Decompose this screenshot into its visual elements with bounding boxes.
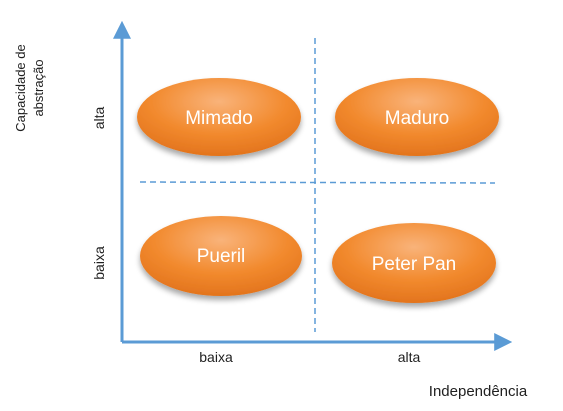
x-axis-title: Independência <box>429 383 528 400</box>
quadrant-maduro: Maduro <box>335 78 499 156</box>
y-axis-high-label: alta <box>91 107 107 130</box>
x-axis-low-label: baixa <box>199 349 233 365</box>
y-axis-title-line1: Capacidade de <box>13 44 28 131</box>
horizontal-divider <box>139 181 496 184</box>
quadrant-pueril: Pueril <box>140 216 302 296</box>
quadrant-mimado-label: Mimado <box>185 108 253 129</box>
quadrant-mimado: Mimado <box>137 78 301 156</box>
quadrant-peter-pan: Peter Pan <box>332 223 496 303</box>
quadrant-maduro-label: Maduro <box>385 108 449 129</box>
y-axis-low-label: baixa <box>91 246 107 280</box>
x-axis-high-label: alta <box>398 349 421 365</box>
quadrant-pueril-label: Pueril <box>197 246 246 267</box>
quadrant-peter-pan-label: Peter Pan <box>372 254 457 275</box>
y-axis-title-line2: abstração <box>31 59 46 116</box>
